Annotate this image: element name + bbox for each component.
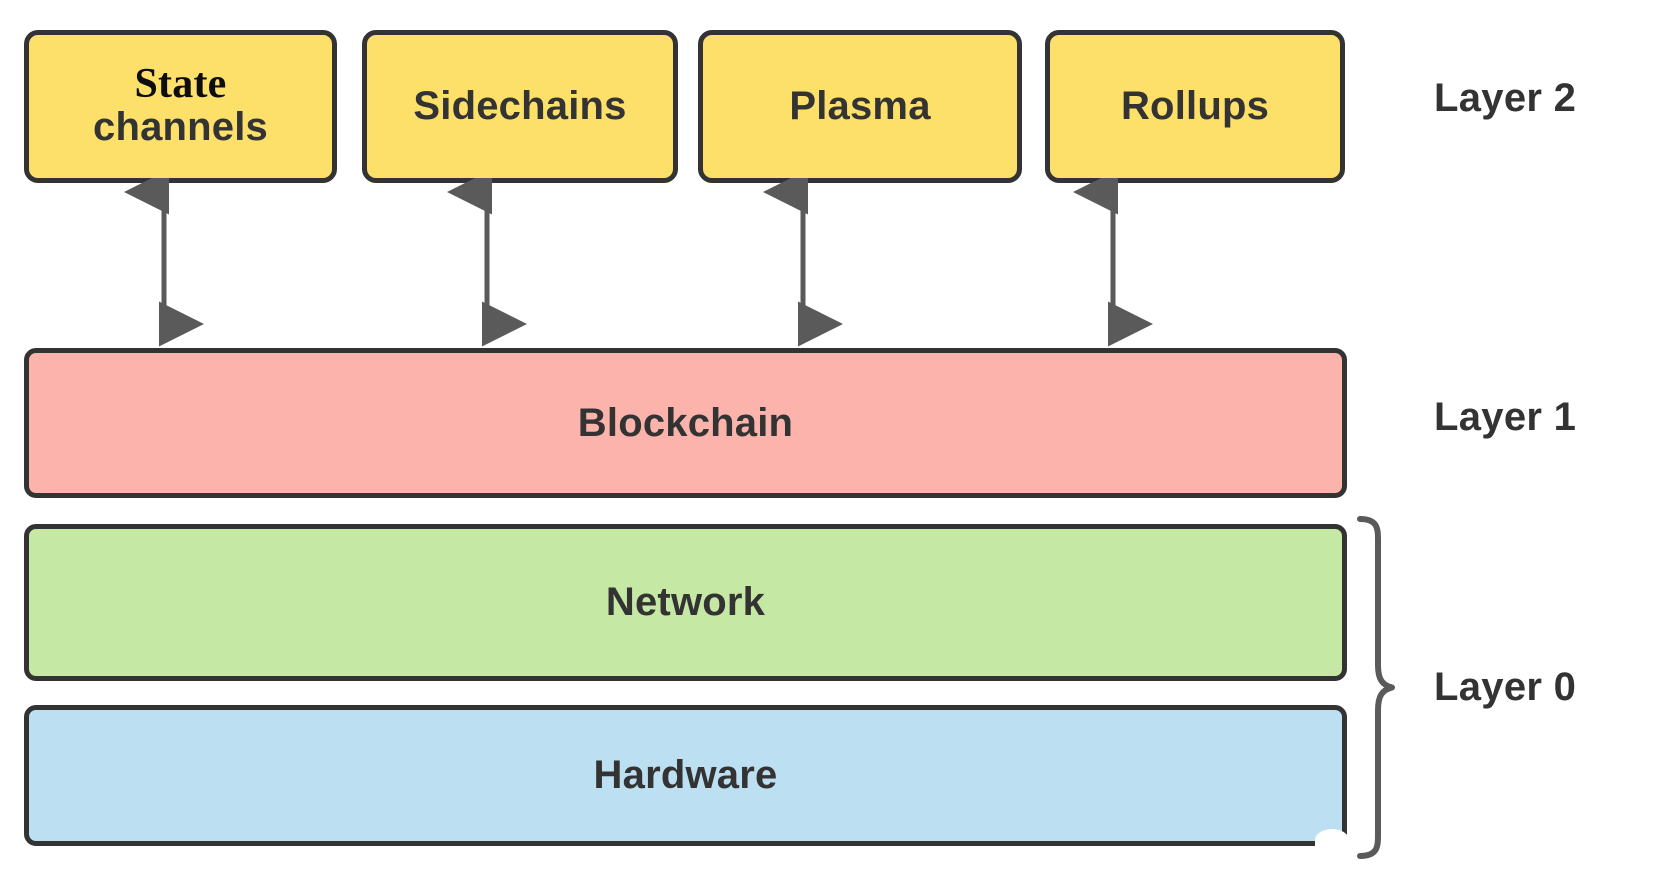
state-channels-line-1: State	[134, 61, 227, 108]
caption-layer-0: Layer 0	[1434, 665, 1577, 709]
layer2-box-plasma[interactable]: Plasma	[698, 30, 1022, 183]
layer0-curly-brace-icon	[1357, 516, 1395, 859]
caption-layer-2: Layer 2	[1434, 76, 1577, 120]
layer1-box-blockchain[interactable]: Blockchain	[24, 348, 1347, 498]
caption-layer-1: Layer 1	[1434, 395, 1577, 439]
connector-arrows-group	[124, 178, 1153, 347]
layer0-box-network[interactable]: Network	[24, 524, 1347, 681]
state-channels-line-2: channels	[93, 105, 268, 150]
layer2-box-rollups[interactable]: Rollups	[1045, 30, 1345, 183]
layer0-box-hardware[interactable]: Hardware	[24, 705, 1347, 846]
layer2-box-state-channels-text: State channels	[93, 63, 268, 150]
hardware-box-corner-artifact	[1315, 829, 1349, 851]
layer2-box-state-channels[interactable]: State channels	[24, 30, 337, 183]
layer2-box-sidechains[interactable]: Sidechains	[362, 30, 678, 183]
